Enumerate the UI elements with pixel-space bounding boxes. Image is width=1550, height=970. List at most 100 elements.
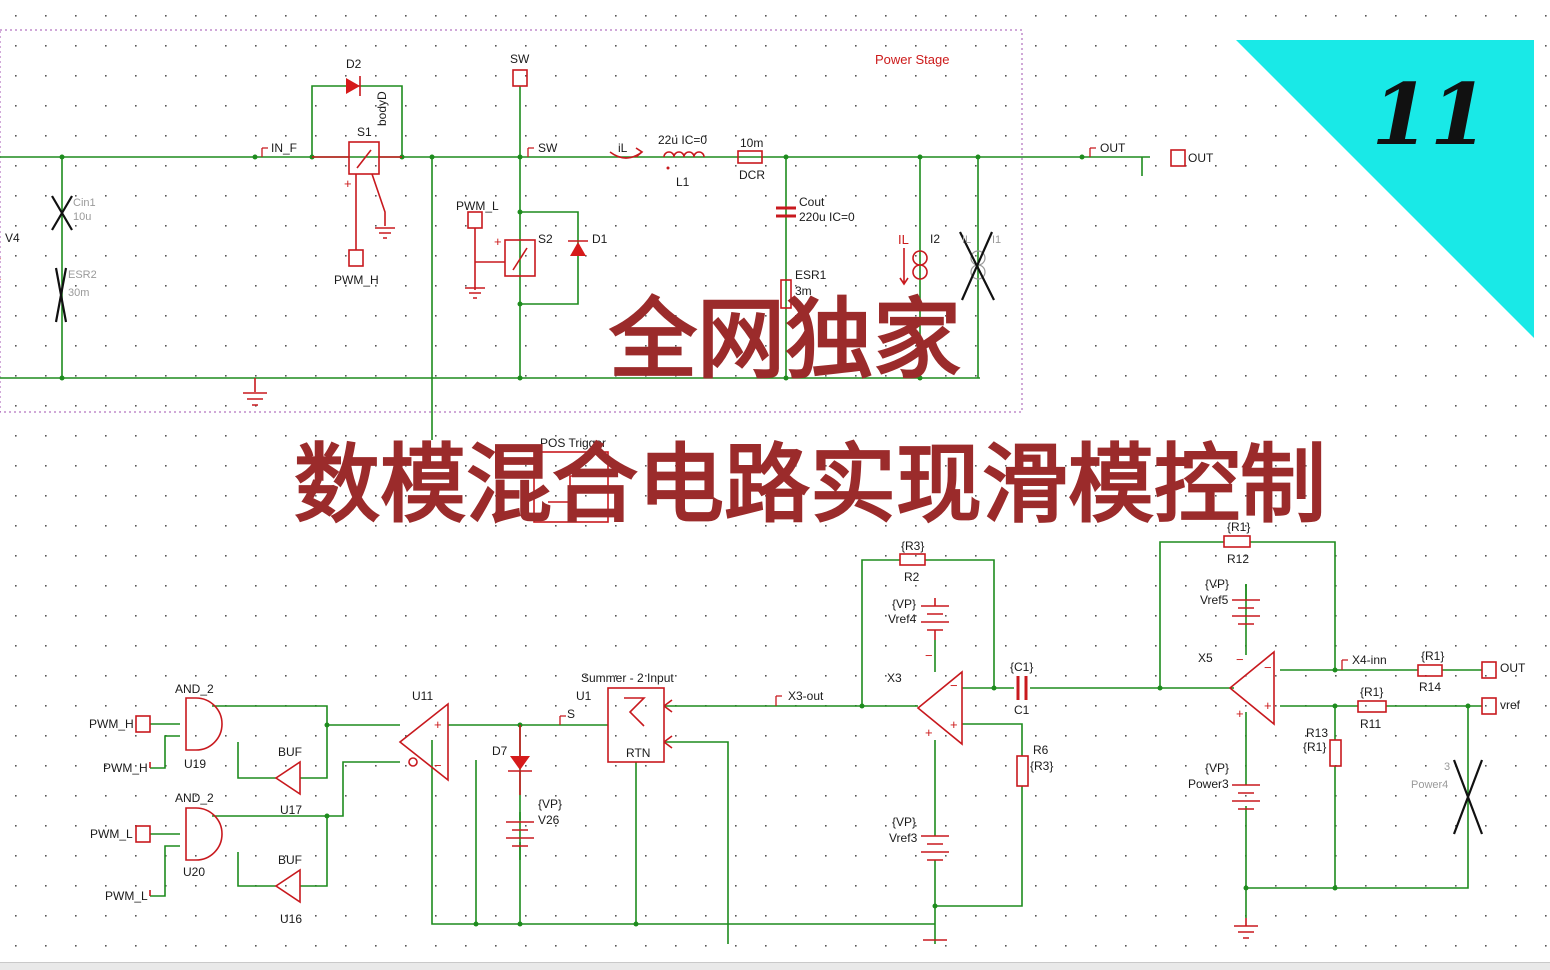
buffer-u16[interactable]: BUF U16 [274,853,302,926]
episode-badge: 11 [1236,40,1534,338]
svg-text:SW: SW [538,141,558,155]
buf1-in-wire [237,742,276,779]
summer-u1[interactable]: Summer - 2 Input U1 RTN [576,671,674,763]
i1-label: I1 [992,234,1001,246]
vref5-source[interactable]: {VP} Vref5 [1200,577,1260,625]
and-gate-u19[interactable]: AND_2 U19 [175,682,223,771]
net-label-in-f: IN_F [261,141,297,157]
svg-text:BUF: BUF [278,853,302,867]
pwm-l-port-s2[interactable] [467,211,483,229]
power4-source[interactable]: 3 Power4 [1411,759,1484,835]
svg-text:+: + [1236,706,1244,721]
esr1-resistor[interactable]: ESR1 3m [780,268,827,309]
svg-text:Power4: Power4 [1411,779,1448,791]
cout-capacitor[interactable]: Cout 220u IC=0 [776,195,855,224]
svg-text:iL: iL [618,141,628,155]
r12-feedback-wire [1030,541,1336,689]
junction-dots [59,154,1085,381]
pos-trigger-block[interactable]: POS Trigger [533,436,609,523]
svg-text:V26: V26 [538,813,560,827]
v4-source[interactable]: V4 [0,231,20,280]
svg-text:−: − [925,648,933,663]
dcr-value: 10m [740,136,763,150]
svg-text:OUT: OUT [1188,151,1214,165]
svg-text:{R3}: {R3} [901,539,924,553]
s1-switch[interactable]: + S1 PWM_H [312,125,402,287]
net-label-x3-out: X3-out [775,689,824,706]
d1-label: D1 [592,232,608,246]
comparator-u11[interactable]: + − U11 [398,689,449,782]
overlay-title-line1: 全网独家 [608,288,961,391]
i2-current-source[interactable]: IL I2 [898,232,940,286]
r6-wire [935,723,1023,907]
vref4-source[interactable]: {VP} Vref4 [888,597,949,640]
svg-text:U11: U11 [412,689,433,703]
svg-text:+: + [344,176,352,191]
svg-text:Summer - 2 Input: Summer - 2 Input [581,671,674,685]
pwm-h-label-s1: PWM_H [334,273,379,287]
vref3-source[interactable]: {VP} Vref3 [889,815,949,941]
r14-resistor[interactable]: {R1} R14 [1417,649,1444,694]
sw-port[interactable]: SW [510,52,530,87]
power-stage-title: Power Stage [875,52,949,67]
svg-text:{R1}: {R1} [1360,685,1383,699]
d7-diode[interactable]: D7 [492,725,532,795]
opamp-x3[interactable]: − + X3 − + [887,648,963,746]
summer-in2-wire [664,741,729,944]
r2-resistor[interactable]: {R3} R2 [899,539,926,584]
buffer-u17[interactable]: BUF U17 [274,745,302,817]
esr2-value: 30m [68,287,89,299]
pwm-h-port-s1[interactable] [348,249,364,267]
out-port[interactable]: OUT [1170,149,1214,167]
svg-text:U17: U17 [280,803,302,817]
svg-text:POS Trigger: POS Trigger [540,436,606,450]
svg-text:{R3}: {R3} [1030,759,1053,773]
r6-resistor[interactable]: R6 {R3} [1016,743,1053,787]
il-current-probe[interactable]: iL [609,141,644,159]
svg-text:Vref5: Vref5 [1200,593,1229,607]
pwm-h-port[interactable]: PWM_H [89,715,151,733]
r11-resistor[interactable]: {R1} R11 [1357,685,1387,731]
svg-text:S: S [567,707,575,721]
svg-text:R13: R13 [1306,726,1328,740]
s2-switch[interactable]: + PWM_L S2 [456,199,553,299]
svg-text:R12: R12 [1227,552,1249,566]
control-out-port[interactable]: OUT [1481,661,1526,679]
i1-meas-label: IL [962,234,971,246]
svg-text:AND_2: AND_2 [175,791,214,805]
esr1-label: ESR1 [795,268,827,282]
l1-inductor[interactable]: 22u IC=0 L1 [658,133,707,189]
r13-resistor[interactable]: R13 {R1} [1303,726,1342,767]
svg-text:PWM_H: PWM_H [89,717,134,731]
esr1-value: 3m [795,284,812,298]
svg-text:X3-out: X3-out [788,689,824,703]
s1-label: S1 [357,125,372,139]
svg-text:X4-inn: X4-inn [1352,653,1387,667]
svg-text:PWM_L: PWM_L [105,889,148,903]
pwm-h-input-2[interactable]: PWM_H [103,761,151,775]
cin1-capacitor[interactable]: Cin1 10u [51,195,96,231]
svg-text:−: − [950,678,958,693]
vref-port[interactable]: vref [1481,697,1521,715]
cout-value: 220u IC=0 [799,210,855,224]
svg-text:U1: U1 [576,689,592,703]
esr2-resistor[interactable]: ESR2 30m [54,267,97,323]
pwm-l-input-2[interactable]: PWM_L [105,889,151,903]
d1-diode[interactable]: D1 [568,232,608,256]
dcr-label: DCR [739,168,765,182]
v26-source[interactable]: {VP} V26 [506,797,562,847]
power3-source[interactable]: {VP} Power3 [1188,761,1260,939]
svg-text:3: 3 [1444,761,1450,773]
svg-text:{C1}: {C1} [1010,660,1033,674]
opamp-x5[interactable]: − + − + X5 [1198,650,1275,726]
c1-capacitor[interactable]: {C1} C1 [1010,660,1033,717]
pwm-l-port[interactable]: PWM_L [90,825,151,843]
dcr-resistor[interactable]: 10m DCR [737,136,765,182]
svg-text:−: − [434,758,442,773]
svg-text:R6: R6 [1033,743,1049,757]
r12-resistor[interactable]: {R1} R12 [1223,520,1251,566]
i1-current-source[interactable]: IL I1 [959,231,1001,301]
d2-diode[interactable]: D2 bodyD [346,57,389,126]
and-gate-u20[interactable]: AND_2 U20 [175,791,223,879]
